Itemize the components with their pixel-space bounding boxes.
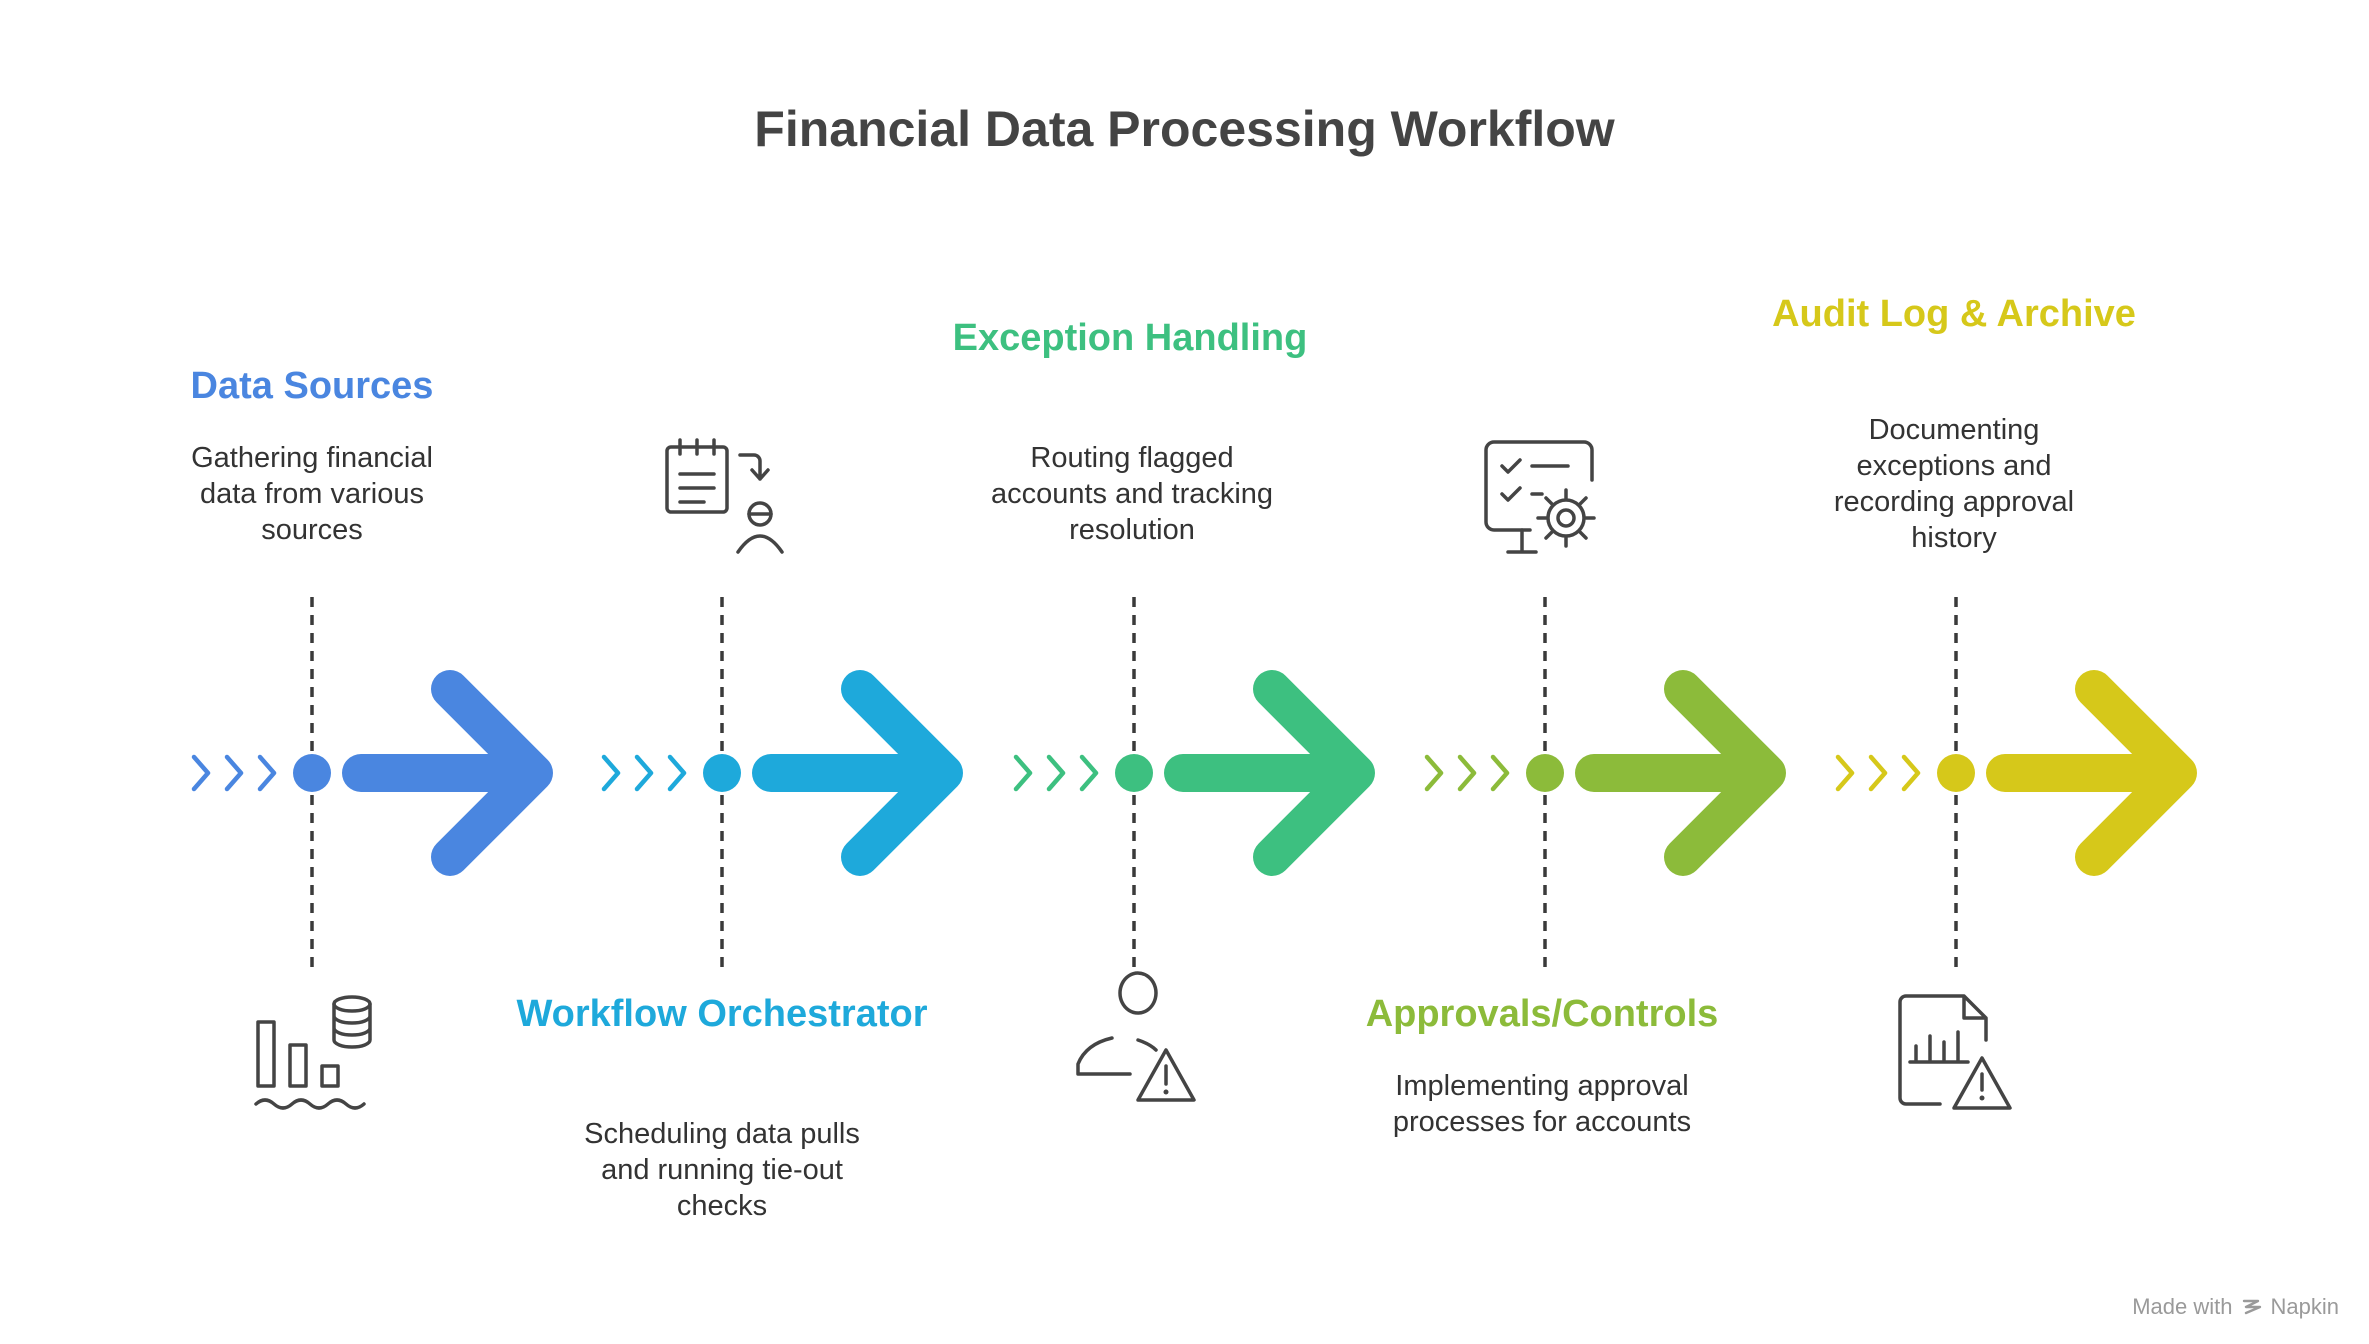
workflow-step-5 — [1835, 597, 2197, 1110]
chevron-mark — [601, 754, 621, 792]
chevron-mark — [1835, 754, 1855, 792]
step-milestone-dot — [1115, 754, 1153, 792]
workflow-step-2 — [601, 438, 963, 975]
step-milestone-dot — [1937, 754, 1975, 792]
step-title-audit-log-archive: Audit Log & Archive — [1772, 293, 2136, 335]
step-description-data-sources: Gathering financial data from various so… — [191, 442, 433, 546]
user-warning-icon — [1076, 971, 1196, 1102]
chevron-mark — [257, 754, 277, 792]
chevron-mark — [1424, 754, 1444, 792]
step-milestone-dot — [1526, 754, 1564, 792]
chevron-mark — [1901, 754, 1921, 792]
step-arrow — [1986, 670, 2197, 876]
step-chevrons — [1835, 754, 1921, 792]
step-milestone-dot — [293, 754, 331, 792]
chevron-mark — [1868, 754, 1888, 792]
document-chart-warning-icon — [1898, 994, 2012, 1110]
schedule-user-icon — [665, 438, 784, 554]
database-bar-chart-icon — [254, 995, 372, 1110]
chevron-mark — [191, 754, 211, 792]
chevron-mark — [1046, 754, 1066, 792]
step-chevrons — [191, 754, 277, 792]
workflow-step-1 — [191, 597, 553, 1110]
step-title-data-sources: Data Sources — [190, 365, 434, 407]
step-description-approvals-controls: Implementing approval processes for acco… — [1392, 1070, 1692, 1138]
chevron-mark — [634, 754, 654, 792]
step-description-audit-log-archive: Documenting exceptions and recording app… — [1833, 414, 2075, 554]
chevron-mark — [667, 754, 687, 792]
chevron-mark — [1457, 754, 1477, 792]
step-arrow — [1575, 670, 1786, 876]
chevron-mark — [224, 754, 244, 792]
step-title-workflow-orchestrator: Workflow Orchestrator — [516, 993, 928, 1035]
step-description-exception-handling: Routing flagged accounts and tracking re… — [990, 442, 1274, 546]
chevron-mark — [1490, 754, 1510, 792]
chevron-mark — [1079, 754, 1099, 792]
step-chevrons — [1424, 754, 1510, 792]
workflow-step-3 — [1013, 597, 1375, 1102]
made-with-footer: Made with Napkin — [2132, 1294, 2339, 1320]
step-arrow — [342, 670, 553, 876]
step-arrow — [1164, 670, 1375, 876]
step-title-approvals-controls: Approvals/Controls — [1365, 993, 1719, 1035]
chevron-mark — [1013, 754, 1033, 792]
made-with-label: Made with — [2132, 1294, 2233, 1319]
step-milestone-dot — [703, 754, 741, 792]
diagram-title: Financial Data Processing Workflow — [754, 101, 1615, 157]
checklist-gear-icon — [1484, 440, 1596, 554]
step-description-workflow-orchestrator: Scheduling data pulls and running tie-ou… — [584, 1118, 860, 1222]
workflow-step-4 — [1424, 440, 1786, 975]
step-title-exception-handling: Exception Handling — [952, 317, 1308, 359]
napkin-brand-label: Napkin — [2270, 1294, 2339, 1319]
step-chevrons — [1013, 754, 1099, 792]
step-arrow — [752, 670, 963, 876]
napkin-logo-icon — [2242, 1299, 2261, 1315]
step-chevrons — [601, 754, 687, 792]
